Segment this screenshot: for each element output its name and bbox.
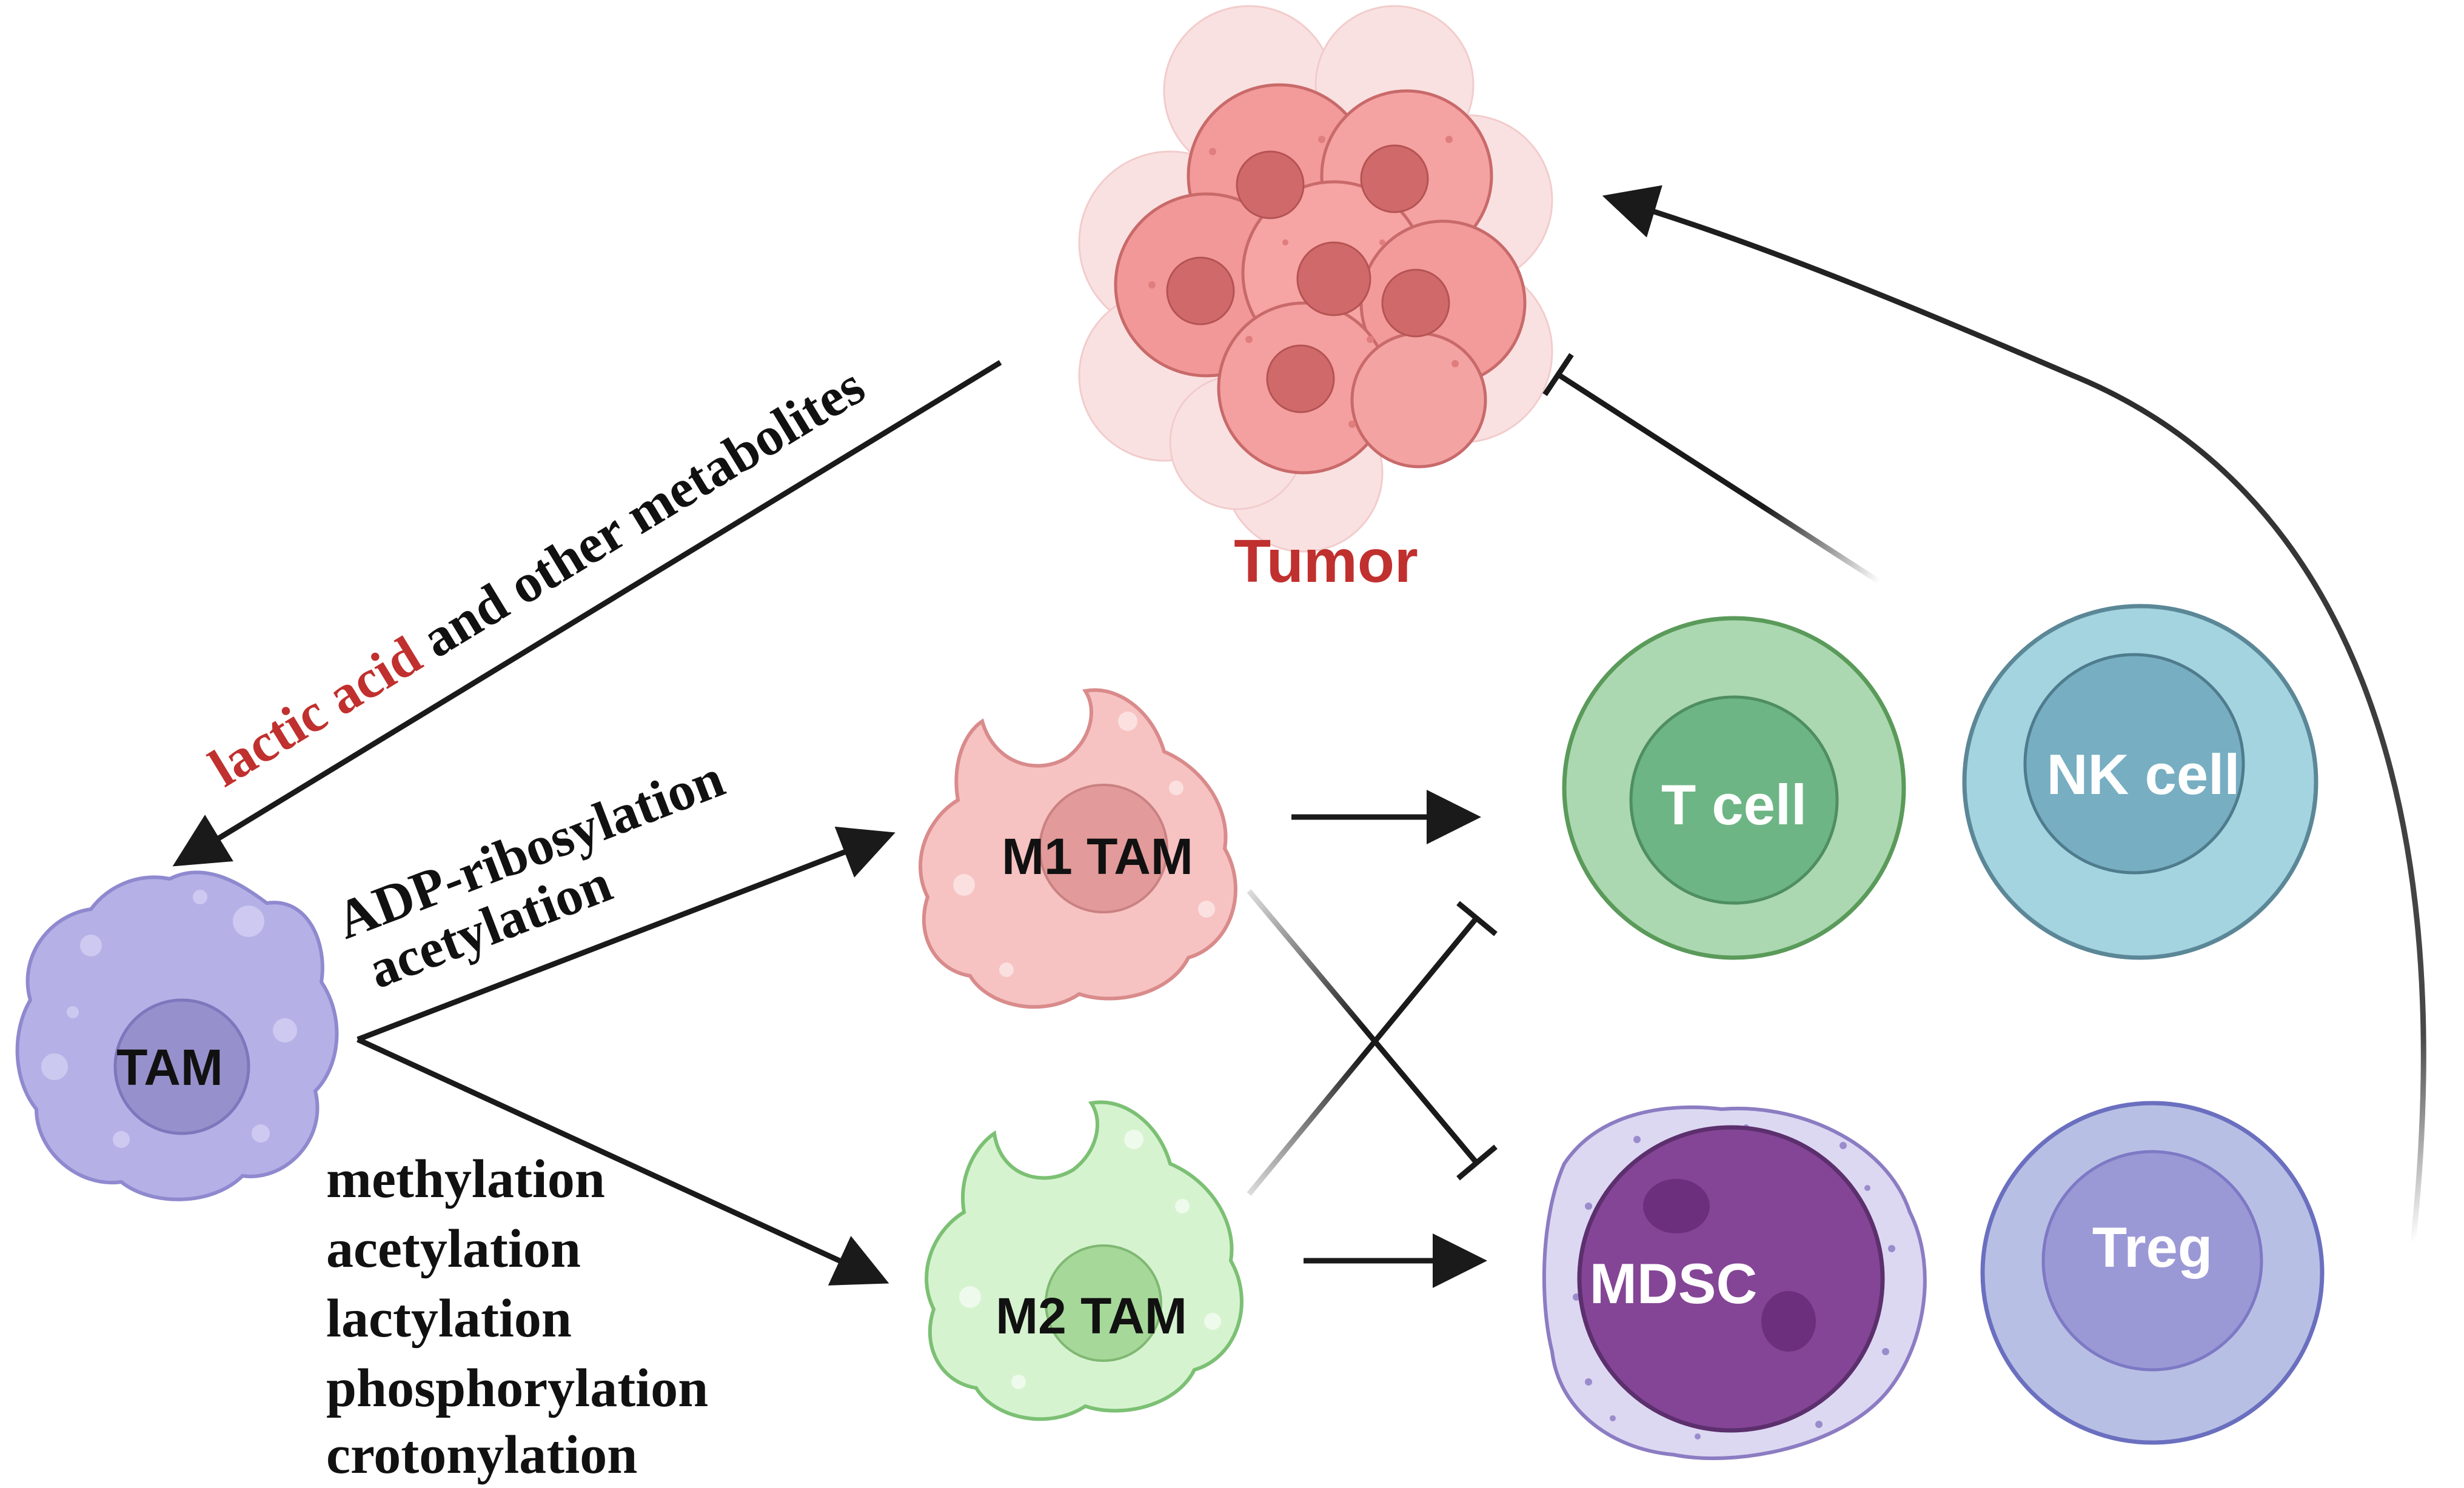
- effector-inhibits-tumor: [1542, 353, 1881, 584]
- tumor-cluster: [1078, 5, 1553, 553]
- nk-cell-label: NK cell: [2047, 742, 2240, 806]
- tam-cell: [15, 870, 339, 1201]
- t-cell: [1562, 616, 1906, 960]
- treg-label: Treg: [2092, 1215, 2213, 1279]
- m2-modifications: methylation acetylation lactylation phos…: [326, 1149, 708, 1485]
- metabolites-label: lactic acid and other metabolites: [199, 356, 875, 798]
- m2-mod-4: crotonylation: [326, 1425, 637, 1485]
- tam-to-m1-arrow: [357, 826, 896, 1043]
- treg-to-tumor-arrow: [1602, 185, 2426, 1243]
- tam-to-m2-arrow: [357, 1036, 889, 1286]
- treg-cell: [1980, 1101, 2325, 1445]
- m2-mod-3: phosphorylation: [326, 1358, 708, 1418]
- mdsc-cell: [1542, 1105, 1927, 1460]
- m1-tam-label: M1 TAM: [1002, 828, 1193, 885]
- m2-tam-cell: [925, 1100, 1244, 1421]
- metabolite-arrow: [172, 360, 1002, 867]
- other-metabolites-text: and other metabolites: [400, 356, 875, 676]
- m2-mod-0: methylation: [326, 1149, 605, 1209]
- tumor-label: Tumor: [1234, 527, 1418, 595]
- m2-mod-1: acetylation: [326, 1219, 581, 1279]
- m1-tam-cell: [919, 688, 1237, 1009]
- m2-inhibits-tcell: [1247, 901, 1498, 1196]
- m2-tam-label: M2 TAM: [996, 1287, 1187, 1344]
- nk-cell: [1962, 604, 2318, 960]
- tam-label: TAM: [116, 1039, 223, 1096]
- mdsc-label: MDSC: [1590, 1252, 1758, 1315]
- m1-modifications: ADP-ribosylation acetylation: [329, 748, 732, 1000]
- m1-inhibits-mdsc: [1247, 889, 1498, 1181]
- lactic-acid-text: lactic acid: [199, 625, 431, 798]
- t-cell-label: T cell: [1661, 773, 1807, 836]
- m2-mod-2: lactylation: [326, 1289, 572, 1349]
